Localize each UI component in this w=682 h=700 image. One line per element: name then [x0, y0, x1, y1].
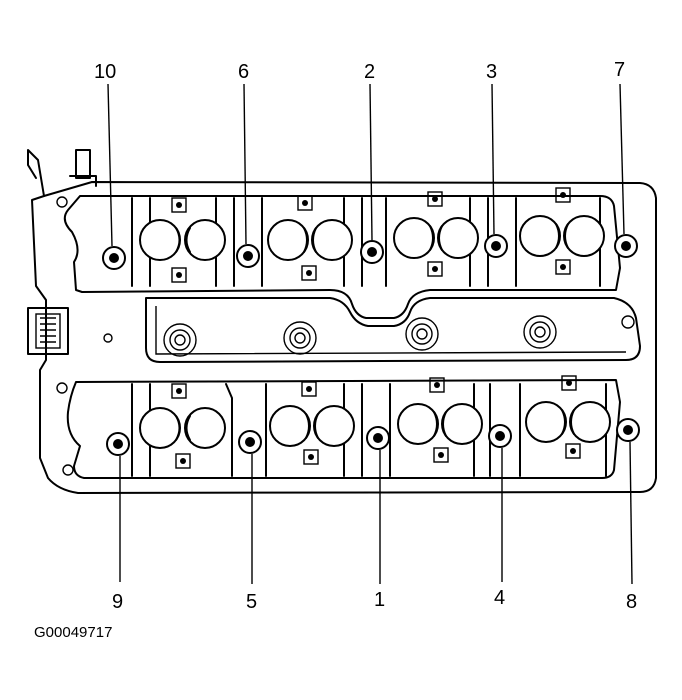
mounting-holes [56, 196, 635, 476]
top-camshaft-bay [63, 195, 621, 319]
bolt-number-4: 4 [494, 587, 505, 609]
bolt-number-3: 3 [486, 61, 497, 83]
cylinder-head-outline [31, 181, 657, 494]
figure-code: G00049717 [34, 624, 113, 641]
bolt-number-8: 8 [626, 591, 637, 613]
bolt-number-9: 9 [112, 591, 123, 613]
top-camshaft-journals [139, 215, 605, 261]
bottom-camshaft-journals [139, 401, 611, 449]
left-bracket [27, 149, 45, 197]
sensor-post [75, 149, 91, 179]
connector [27, 307, 69, 355]
bolt-number-2: 2 [364, 61, 375, 83]
bolt-number-7: 7 [614, 59, 625, 81]
bottom-camshaft-bay [66, 379, 621, 479]
leader-lines [107, 83, 633, 585]
cap-fasteners [171, 187, 581, 469]
bolt-number-5: 5 [246, 591, 257, 613]
bolt-number-10: 10 [94, 61, 116, 83]
bolt-number-6: 6 [238, 61, 249, 83]
head-bolts-bottom [106, 418, 640, 456]
bolt-number-1: 1 [374, 589, 385, 611]
head-bolts-top [102, 234, 638, 270]
spark-plug-channel [145, 297, 641, 363]
spark-plug-wells [163, 315, 557, 357]
